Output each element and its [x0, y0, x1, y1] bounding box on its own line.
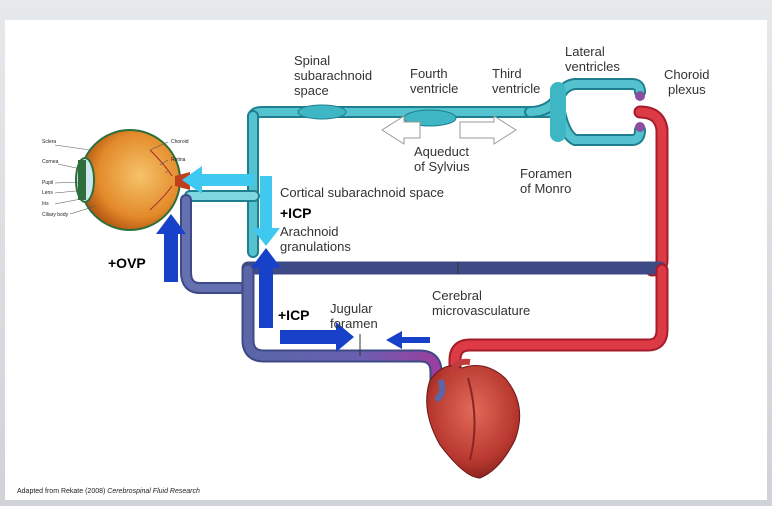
label-aqueduct-1: Aqueduct: [414, 144, 469, 159]
eye-label-iris: Iris: [42, 201, 49, 207]
eye-label-lens: Lens: [42, 190, 53, 196]
citation-prefix: Adapted from Rekate (2008): [17, 488, 107, 495]
label-third-2: ventricle: [492, 81, 540, 96]
citation: Adapted from Rekate (2008) Cerebrospinal…: [17, 488, 200, 495]
eye-label-choroid: Choroid: [171, 139, 189, 145]
label-spinal-2: subarachnoid: [294, 68, 372, 83]
label-aqueduct-2: of Sylvius: [414, 159, 470, 174]
citation-journal: Cerebrospinal Fluid Research: [107, 488, 200, 495]
label-spinal-3: space: [294, 83, 329, 98]
label-cerebral-1: Cerebral: [432, 288, 482, 303]
label-monro-1: Foramen: [520, 166, 572, 181]
label-third-1: Third: [492, 66, 522, 81]
label-spinal-1: Spinal: [294, 53, 330, 68]
label-lateral-2: ventricles: [565, 59, 620, 74]
eye-label-ciliary-body: Ciliary body: [42, 212, 69, 218]
eye-label-retina: Retina: [171, 157, 186, 163]
label-ovp: +OVP: [108, 255, 146, 271]
label-choroid-1: Choroid: [664, 67, 710, 82]
label-monro-2: of Monro: [520, 181, 571, 196]
label-jugular-2: foramen: [330, 316, 378, 331]
label-icp-bottom: +ICP: [278, 307, 310, 323]
label-cortical: Cortical subarachnoid space: [280, 185, 444, 200]
arrow-light-cortical: [182, 166, 280, 246]
label-cerebral-2: microvasculature: [432, 303, 530, 318]
label-arachnoid-1: Arachnoid: [280, 224, 339, 239]
label-fourth-2: ventricle: [410, 81, 458, 96]
eye-illustration: Sclera Cornea Pupil Lens Iris Ciliary bo…: [42, 130, 190, 230]
label-lateral-1: Lateral: [565, 44, 605, 59]
label-jugular-1: Jugular: [330, 301, 373, 316]
label-arachnoid-2: granulations: [280, 239, 351, 254]
eye-label-cornea: Cornea: [42, 159, 59, 165]
label-icp-top: +ICP: [280, 205, 312, 221]
label-choroid-2: plexus: [668, 82, 706, 97]
eye-label-pupil: Pupil: [42, 180, 53, 186]
label-fourth-1: Fourth: [410, 66, 448, 81]
heart-illustration: [427, 362, 520, 478]
eye-label-sclera: Sclera: [42, 139, 56, 145]
